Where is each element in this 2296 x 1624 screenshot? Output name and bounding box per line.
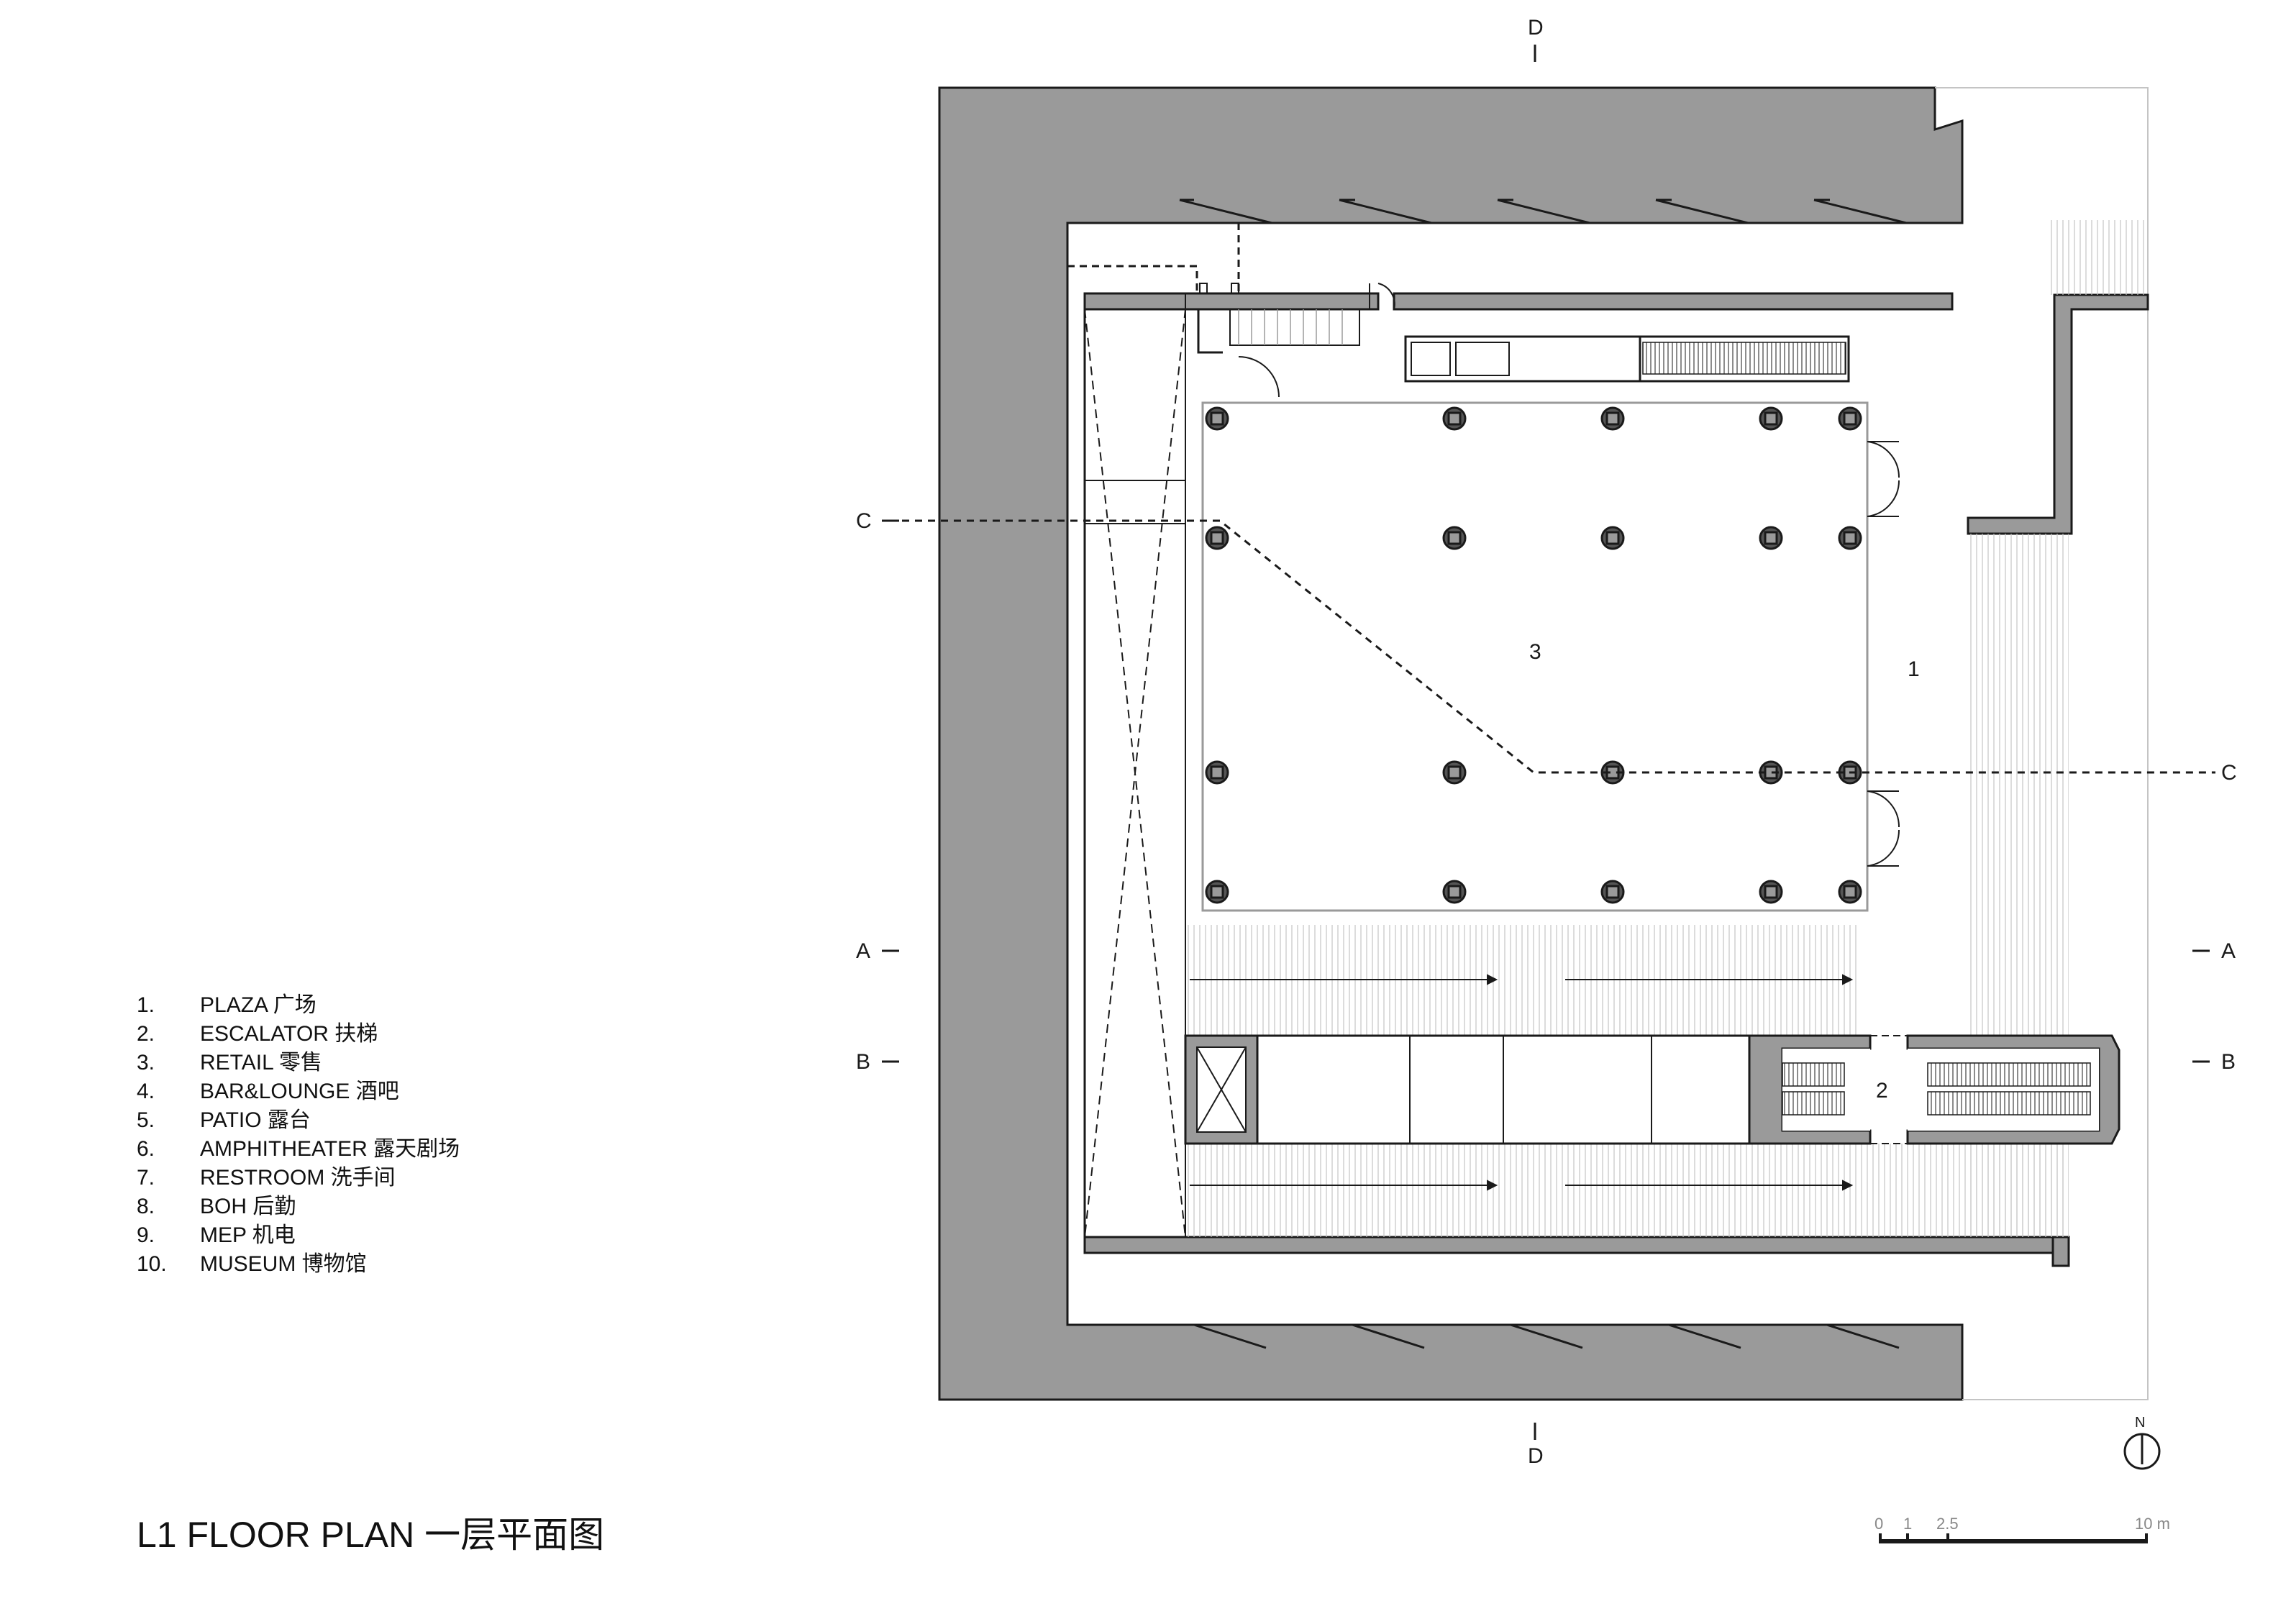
legend-item-number: 5. bbox=[137, 1108, 155, 1132]
stair-northwest bbox=[1229, 309, 1360, 346]
room-tag-plaza: 1 bbox=[1908, 657, 1920, 681]
column bbox=[1600, 406, 1625, 431]
legend-item-label: MUSEUM 博物馆 bbox=[200, 1252, 367, 1276]
legend-item-number: 9. bbox=[137, 1223, 155, 1247]
site-boundary bbox=[1935, 87, 2149, 1400]
legend-item-number: 10. bbox=[137, 1252, 167, 1276]
section-b-east: B bbox=[2221, 1050, 2236, 1074]
section-a-east: A bbox=[2221, 939, 2236, 963]
section-labels: C C A A B B D D bbox=[856, 16, 2237, 1468]
central-spine bbox=[1184, 1034, 1751, 1145]
legend-item: 2. ESCALATOR 扶梯 bbox=[137, 1020, 460, 1049]
legend-item: 6. AMPHITHEATER 露天剧场 bbox=[137, 1135, 460, 1164]
outer-wall bbox=[938, 86, 1964, 1401]
door-north bbox=[1377, 283, 1395, 310]
north-wall-teeth bbox=[1179, 199, 1907, 224]
section-ticks bbox=[882, 45, 2210, 1440]
column bbox=[1442, 880, 1467, 904]
column bbox=[1759, 406, 1783, 431]
legend-item-label: MEP 机电 bbox=[200, 1223, 296, 1247]
column bbox=[1838, 406, 1862, 431]
section-a-west: A bbox=[856, 939, 870, 963]
legend-item-label: ESCALATOR 扶梯 bbox=[200, 1022, 378, 1046]
legend-item-number: 6. bbox=[137, 1137, 155, 1161]
west-ramp bbox=[1084, 293, 1186, 1238]
service-corridor-dashed bbox=[1067, 222, 1240, 293]
legend: 1. PLAZA 广场 2. ESCALATOR 扶梯 3. RETAIL 零售 4. BAR… bbox=[137, 991, 460, 1279]
room-tags: 3 1 2 bbox=[1529, 640, 1920, 1103]
south-inner-wall bbox=[1083, 1236, 2070, 1254]
kiosk bbox=[1404, 335, 1641, 383]
plaza-steps-northeast bbox=[2050, 220, 2148, 295]
section-c-west: C bbox=[856, 509, 872, 533]
legend-item-number: 3. bbox=[137, 1051, 155, 1075]
scale-tick-10m: 10 m bbox=[2135, 1515, 2170, 1533]
retail-area bbox=[1201, 401, 1869, 912]
legend-item-label: PATIO 露台 bbox=[200, 1108, 311, 1132]
legend-item: 3. RETAIL 零售 bbox=[137, 1049, 460, 1077]
section-d-north: D bbox=[1528, 16, 1544, 40]
north-escalator bbox=[1639, 335, 1850, 383]
legend-item-label: BOH 后勤 bbox=[200, 1195, 296, 1218]
legend-item-number: 7. bbox=[137, 1166, 155, 1190]
north-label: N bbox=[2135, 1415, 2145, 1431]
column bbox=[1205, 526, 1229, 550]
legend-item-number: 8. bbox=[137, 1195, 155, 1218]
legend-item-label: BAR&LOUNGE 酒吧 bbox=[200, 1080, 399, 1103]
column bbox=[1838, 526, 1862, 550]
legend-item-label: RESTROOM 洗手间 bbox=[200, 1166, 396, 1190]
column bbox=[1205, 406, 1229, 431]
column bbox=[1442, 526, 1467, 550]
legend-item: 9. MEP 机电 bbox=[137, 1221, 460, 1250]
south-wall-stub bbox=[2051, 1236, 2070, 1267]
door-west bbox=[1238, 356, 1280, 398]
legend-item-number: 4. bbox=[137, 1080, 155, 1103]
section-d-south: D bbox=[1528, 1444, 1544, 1468]
legend-item: 7. RESTROOM 洗手间 bbox=[137, 1164, 460, 1192]
legend-item: 1. PLAZA 广场 bbox=[137, 991, 460, 1020]
plan-title: L1 FLOOR PLAN 一层平面图 bbox=[137, 1515, 605, 1555]
column bbox=[1205, 760, 1229, 785]
north-arrow: N bbox=[2123, 1415, 2161, 1470]
north-inner-wall bbox=[1083, 292, 1380, 311]
legend-item-label: AMPHITHEATER 露天剧场 bbox=[200, 1137, 460, 1161]
columns bbox=[1205, 406, 1862, 904]
legend-item: 8. BOH 后勤 bbox=[137, 1192, 460, 1221]
section-b-west: B bbox=[856, 1050, 870, 1074]
section-line-c bbox=[902, 519, 2215, 774]
column bbox=[1442, 760, 1467, 785]
south-wall-teeth bbox=[1193, 1323, 1900, 1349]
north-inner-wall-2 bbox=[1393, 292, 1954, 311]
column bbox=[1205, 880, 1229, 904]
column bbox=[1759, 526, 1783, 550]
column bbox=[1442, 406, 1467, 431]
column bbox=[1838, 880, 1862, 904]
section-c-east: C bbox=[2221, 761, 2237, 785]
legend-item-number: 1. bbox=[137, 993, 155, 1017]
room-tag-escalator: 2 bbox=[1876, 1079, 1888, 1103]
scale-tick-0: 0 bbox=[1874, 1515, 1883, 1533]
legend-item: 10. MUSEUM 博物馆 bbox=[137, 1250, 460, 1279]
legend-item-label: PLAZA 广场 bbox=[200, 993, 316, 1017]
escalator-main bbox=[1748, 1034, 2120, 1145]
step-arrows bbox=[1190, 974, 1854, 1191]
door-east-south bbox=[1867, 790, 1900, 867]
legend-item-label: RETAIL 零售 bbox=[200, 1051, 323, 1075]
scale-tick-1: 1 bbox=[1903, 1515, 1912, 1533]
legend-item-number: 2. bbox=[137, 1022, 155, 1046]
scale-tick-2-5: 2.5 bbox=[1936, 1515, 1959, 1533]
northeast-wall bbox=[1967, 293, 2149, 535]
legend-item: 5. PATIO 露台 bbox=[137, 1106, 460, 1135]
column bbox=[1600, 880, 1625, 904]
column bbox=[1600, 526, 1625, 550]
scale-bar: 0 1 2.5 10 m bbox=[1874, 1515, 2170, 1543]
door-east-north bbox=[1867, 441, 1900, 517]
steps-south-band bbox=[1187, 1144, 2069, 1237]
column bbox=[1759, 880, 1783, 904]
legend-item: 4. BAR&LOUNGE 酒吧 bbox=[137, 1077, 460, 1106]
room-tag-retail: 3 bbox=[1529, 640, 1541, 664]
